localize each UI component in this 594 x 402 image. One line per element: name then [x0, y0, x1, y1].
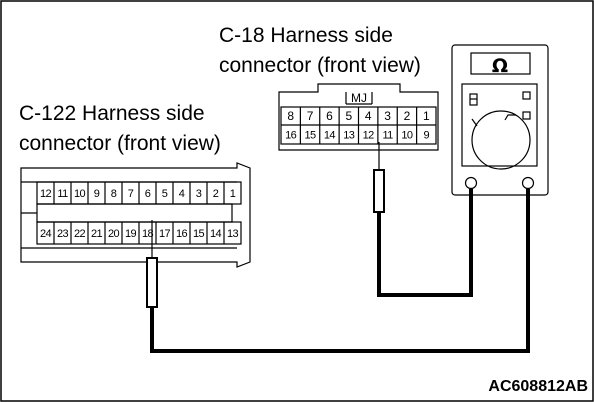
- c122-title-line2: connector (front view): [19, 132, 221, 155]
- c122-pin-7: 7: [128, 188, 134, 200]
- c122-pin-24: 24: [40, 228, 52, 240]
- c122-pin-12: 12: [40, 188, 52, 200]
- wire-c18-to-meter: [377, 189, 473, 297]
- c122-pin-8: 8: [111, 188, 117, 200]
- range-marker-right: [522, 91, 531, 100]
- probe-c18: [373, 142, 385, 213]
- c18-pin-6: 6: [326, 109, 333, 123]
- c122-pin-14: 14: [210, 228, 222, 240]
- c122-pin-23: 23: [57, 228, 69, 240]
- c122-pin-21: 21: [91, 228, 103, 240]
- c18-housing: [278, 83, 439, 151]
- probe-c122: [146, 220, 158, 308]
- c122-pin-13: 13: [227, 228, 239, 240]
- c18-pin-7: 7: [307, 109, 314, 123]
- c122-pin-3: 3: [196, 188, 202, 200]
- c18-pin-8: 8: [287, 109, 294, 123]
- multimeter: Ω: [451, 44, 549, 196]
- meter-display: [470, 52, 531, 75]
- c18-pin-5: 5: [345, 109, 352, 123]
- c122-pin-10: 10: [74, 188, 86, 200]
- c18-pin-9: 9: [424, 130, 430, 142]
- c18-pin-1: 1: [423, 109, 430, 123]
- c122-pin-20: 20: [108, 228, 120, 240]
- ohm-symbol: Ω: [492, 55, 508, 77]
- wire-c122-to-meter: [150, 189, 530, 353]
- c18-title-line1: C-18 Harness side: [219, 24, 393, 47]
- c122-pin-5: 5: [162, 188, 168, 200]
- c122-pin-16: 16: [176, 228, 188, 240]
- meter-face: [461, 83, 538, 167]
- probe-jack-left: [464, 176, 478, 190]
- meter-body: [451, 44, 549, 196]
- probe-jack-right: [521, 176, 535, 190]
- c18-pin-10: 10: [401, 130, 413, 142]
- c122-housing: [20, 162, 251, 268]
- c122-pin-18: 18: [142, 228, 154, 240]
- c122-pin-19: 19: [125, 228, 137, 240]
- c122-pin-9: 9: [94, 188, 100, 200]
- c122-pin-22: 22: [74, 228, 86, 240]
- c122-pin-6: 6: [145, 188, 151, 200]
- c18-pin-2: 2: [404, 109, 411, 123]
- c18-pin-14: 14: [324, 130, 336, 142]
- dial-knob-icon: [471, 110, 531, 170]
- c122-pin-17: 17: [159, 228, 171, 240]
- c18-title-line2: connector (front view): [219, 54, 421, 77]
- c18-pin-15: 15: [305, 130, 317, 142]
- c18-pin-12: 12: [363, 130, 375, 142]
- c18-pin-13: 13: [343, 130, 355, 142]
- c18-pin-11: 11: [382, 130, 393, 142]
- c18-pin-4: 4: [365, 109, 372, 123]
- c18-pin-16: 16: [285, 130, 297, 142]
- c122-pin-2: 2: [213, 188, 219, 200]
- c18-key-label: MJ: [351, 91, 367, 105]
- c122-pin-1: 1: [230, 188, 236, 200]
- c122-pin-11: 11: [57, 188, 68, 200]
- c122-pin-15: 15: [193, 228, 205, 240]
- figure-code: AC608812AB: [488, 378, 588, 395]
- c18-pin-3: 3: [384, 109, 391, 123]
- c122-pin-4: 4: [179, 188, 185, 200]
- c122-title-line1: C-122 Harness side: [19, 102, 205, 125]
